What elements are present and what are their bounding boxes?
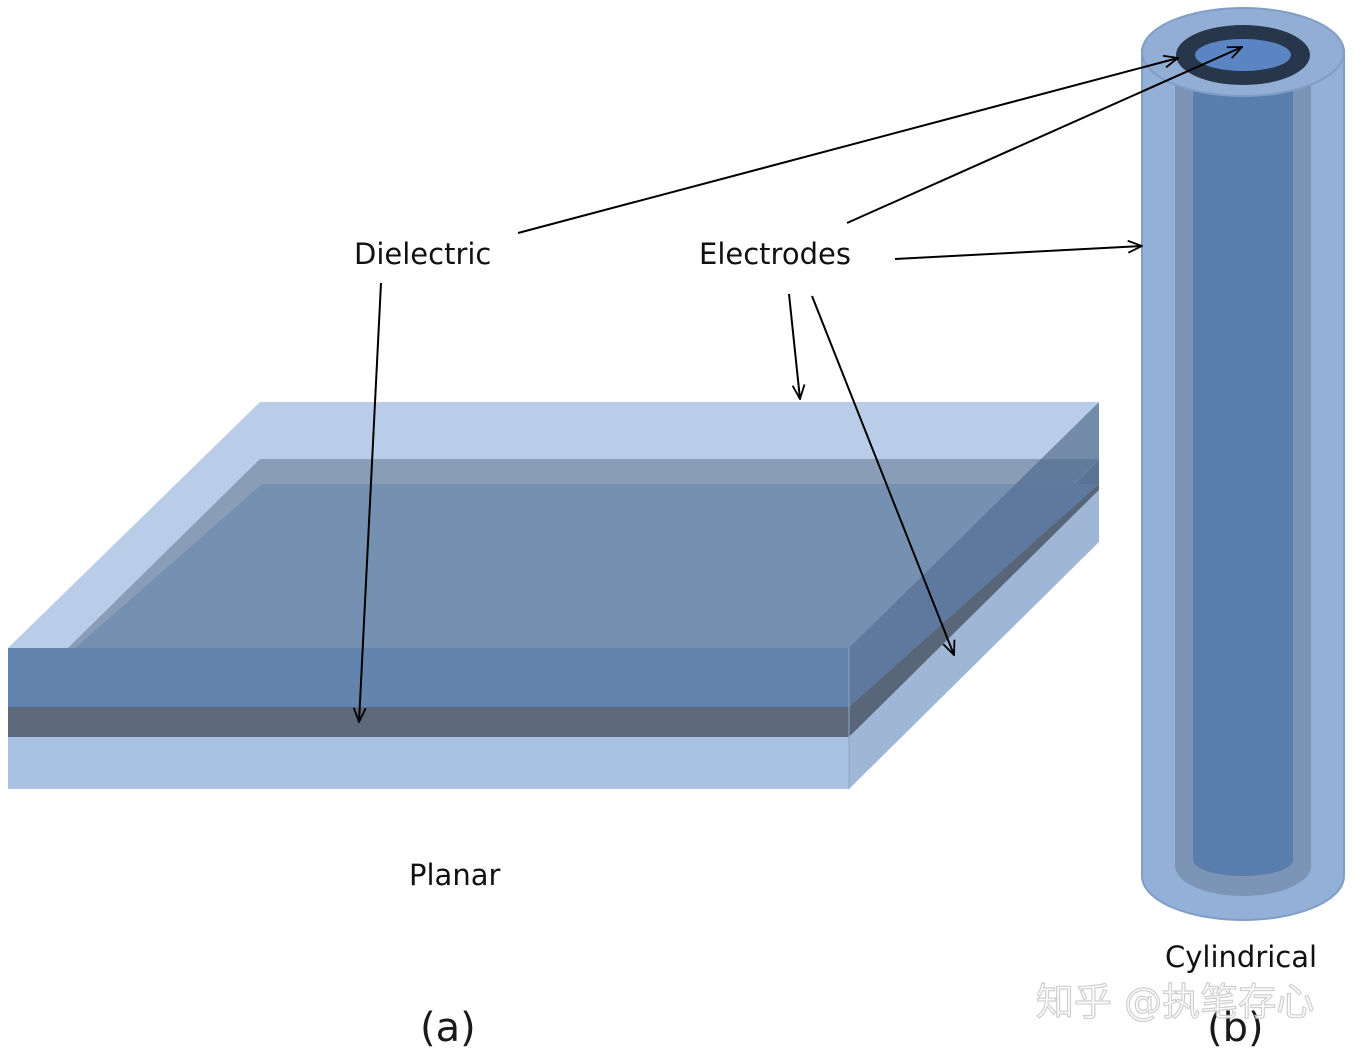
planar-capacitor [8, 402, 1099, 789]
label-electrodes: Electrodes [699, 237, 851, 271]
arrow-dielectric-to-planar [359, 282, 382, 722]
arrow-electrodes-to-planar-top [788, 293, 800, 399]
annotation-arrows [359, 47, 1242, 722]
planar-bottom-electrode-front [8, 737, 849, 789]
cyl-inner-electrode [1193, 60, 1293, 876]
panel-label-a: (a) [420, 1005, 476, 1051]
label-planar: Planar [409, 858, 500, 892]
arrow-dielectric-to-cylinder [517, 58, 1178, 234]
cylindrical-capacitor [1141, 7, 1345, 921]
label-dielectric: Dielectric [354, 237, 491, 271]
arrow-electrodes-to-planar-bottom [811, 295, 954, 655]
planar-bottom-electrode-side [849, 490, 1099, 789]
arrow-electrodes-to-cylinder-outer [894, 246, 1142, 260]
arrow-electrodes-to-cylinder-inner [846, 47, 1242, 224]
planar-top-electrode-side [849, 402, 1099, 707]
cyl-top-inner [1195, 39, 1291, 71]
planar-dielectric-front [8, 707, 849, 737]
panel-label-b: (b) [1207, 1005, 1264, 1051]
planar-top-electrode-front [8, 648, 849, 707]
watermark-text: 知乎 @执笔存心 [1036, 980, 1314, 1024]
label-cylindrical: Cylindrical [1165, 940, 1317, 974]
